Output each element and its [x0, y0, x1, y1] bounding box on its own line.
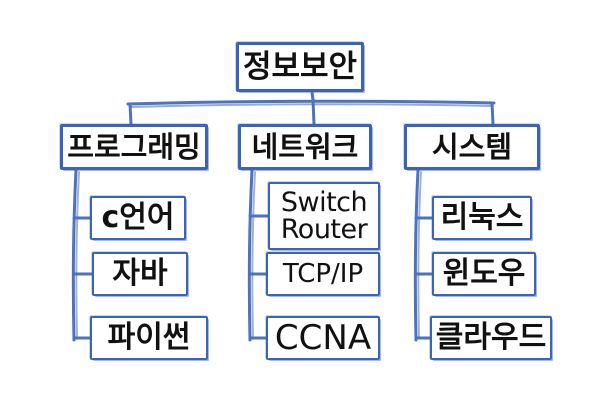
- connector-col3-vertical: [413, 168, 420, 342]
- connector-horizontal-bar: [126, 99, 496, 106]
- category-label: 프로그래밍: [67, 129, 201, 164]
- connector-to-system: [490, 101, 495, 126]
- leaf-label: 클라우드: [435, 320, 547, 355]
- connector-col1-vertical: [71, 168, 78, 342]
- leaf-label: c언어: [101, 200, 175, 235]
- root-label: 정보보안: [242, 48, 358, 85]
- leaf-label-router: Router: [280, 214, 368, 245]
- leaf-tcp-ip: TCP/IP: [266, 252, 380, 296]
- leaf-switch-router: Switch Router: [268, 182, 380, 250]
- leaf-python: 파이썬: [90, 316, 208, 360]
- category-network: 네트워크: [238, 124, 372, 170]
- leaf-label-switch: Switch: [280, 187, 368, 218]
- root-node: 정보보안: [236, 42, 364, 92]
- leaf-label: 리눅스: [440, 200, 524, 235]
- leaf-cloud: 클라우드: [430, 316, 552, 360]
- leaf-label: 자바: [112, 256, 168, 291]
- category-programming: 프로그래밍: [60, 124, 208, 170]
- leaf-label: TCP/IP: [282, 259, 364, 289]
- leaf-linux: 리눅스: [432, 196, 532, 240]
- leaf-label: 윈도우: [442, 256, 526, 291]
- category-label: 네트워크: [251, 129, 359, 164]
- leaf-ccna: CCNA: [266, 316, 380, 360]
- connector-col2-vertical: [247, 168, 254, 342]
- category-system: 시스템: [404, 124, 540, 170]
- category-label: 시스템: [431, 129, 513, 164]
- connector-to-programming: [128, 102, 133, 126]
- leaf-label: 파이썬: [107, 320, 191, 355]
- leaf-label: CCNA: [274, 318, 372, 358]
- leaf-windows: 윈도우: [432, 252, 536, 296]
- leaf-java: 자바: [92, 252, 188, 296]
- leaf-c-language: c언어: [90, 196, 186, 240]
- connector-to-network: [311, 98, 316, 126]
